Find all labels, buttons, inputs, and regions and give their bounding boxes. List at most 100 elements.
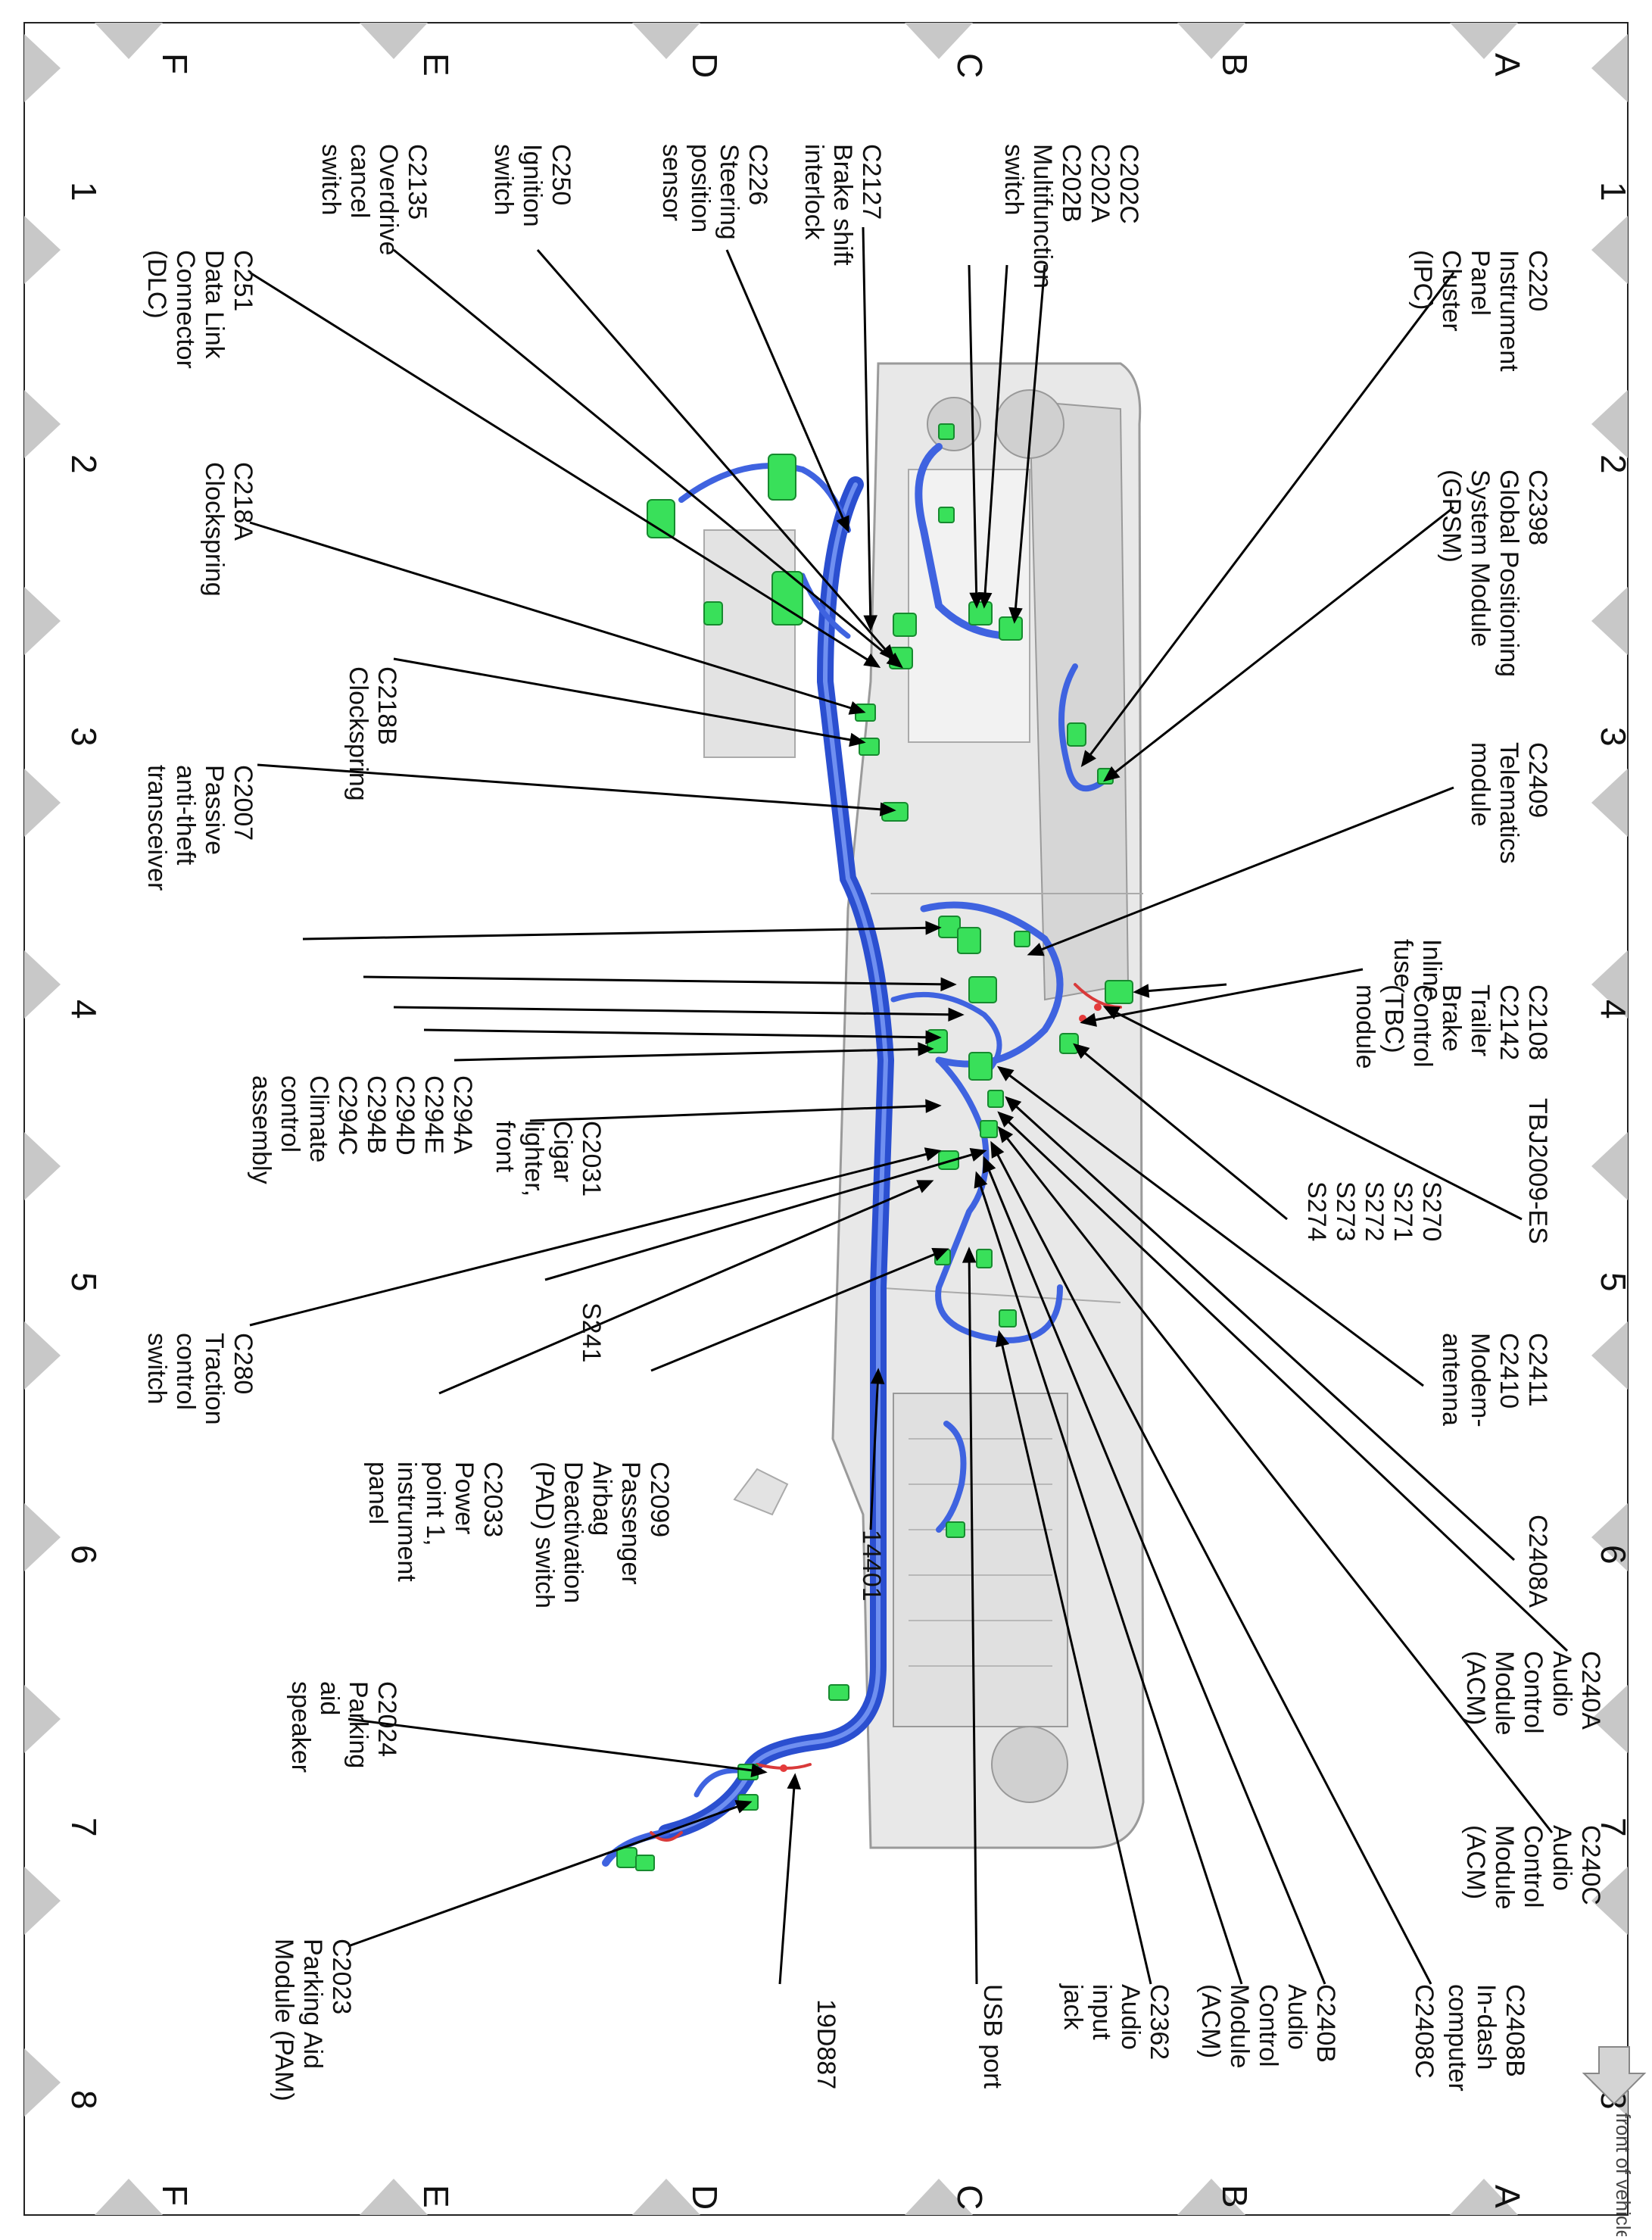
leader-arrowhead <box>997 1065 1015 1081</box>
label-line: Trailer <box>1466 984 1495 1056</box>
label-line: USB port <box>978 1984 1007 2089</box>
label-line: C251 <box>229 250 257 311</box>
border-triangle <box>24 216 61 284</box>
leader-line <box>968 1249 978 1985</box>
label-line: Control <box>1408 984 1437 1068</box>
label-line: (ACM) <box>1461 1651 1490 1725</box>
label-line: C280 <box>229 1333 257 1394</box>
leader-line <box>983 264 1008 607</box>
page-border <box>23 22 1629 2216</box>
label-line: S273 <box>1331 1181 1360 1241</box>
border-triangle <box>905 23 973 59</box>
label-line: antenna <box>1437 1333 1466 1426</box>
label-line: Cluster <box>1437 250 1466 332</box>
border-triangle <box>24 1867 61 1935</box>
label-line: C240A <box>1576 1651 1605 1730</box>
label-line: C218B <box>372 666 401 745</box>
border-triangle <box>632 23 700 59</box>
label-line: System Module <box>1466 470 1495 647</box>
label-line: C2142 <box>1495 984 1523 1060</box>
leader-arrowhead <box>1080 1012 1097 1027</box>
leader-line <box>393 1006 962 1016</box>
label-line: switch <box>316 144 345 215</box>
label-line: Audio <box>1548 1825 1576 1891</box>
leader-line <box>869 1370 880 1530</box>
label-line: C294E <box>419 1075 448 1154</box>
label-line: C250 <box>547 144 575 205</box>
label-line: C294D <box>391 1075 419 1156</box>
border-triangle <box>95 23 163 59</box>
leader-lines <box>249 226 1569 1985</box>
label-line: C294B <box>362 1075 391 1154</box>
grid-row-top-E: E <box>416 53 456 76</box>
leader-arrowhead <box>924 1147 942 1162</box>
label-line: Telematics <box>1495 742 1523 864</box>
label-line: C202C <box>1114 144 1143 224</box>
label-line: position <box>686 144 715 232</box>
leader-line <box>778 1775 796 1985</box>
border-triangle <box>1591 587 1628 655</box>
border-triangle <box>360 23 428 59</box>
label-line: C2031 <box>577 1121 606 1196</box>
leader-arrowhead <box>997 1126 1014 1143</box>
leader-arrowhead <box>1102 1006 1121 1020</box>
label-line: aid <box>315 1681 344 1715</box>
label-line: panel <box>363 1462 392 1524</box>
border-triangle <box>632 2179 700 2215</box>
grid-row-bottom-D: D <box>685 2185 725 2210</box>
grid-row-top-B: B <box>1215 53 1255 76</box>
label-line: front <box>491 1121 519 1173</box>
grid-row-bottom-E: E <box>416 2185 456 2208</box>
leader-arrowhead <box>836 515 849 533</box>
label-line: Power <box>450 1462 478 1534</box>
leader-arrowhead <box>925 1099 942 1113</box>
leader-arrowhead <box>750 1763 768 1778</box>
leader-line <box>249 1150 940 1327</box>
label-line: S272 <box>1360 1181 1389 1241</box>
label-line: Passive <box>200 765 229 855</box>
leader-arrowhead <box>931 1248 949 1262</box>
grid-row-bottom-C: C <box>950 2185 990 2210</box>
label-line: control <box>171 1333 200 1410</box>
leader-line <box>1005 1097 1516 1561</box>
border-triangle <box>24 2048 61 2117</box>
label-line: C2127 <box>857 144 886 220</box>
border-triangle <box>1591 34 1628 102</box>
label-line: S241 <box>577 1303 606 1362</box>
label-line: (ACM) <box>1196 1984 1225 2058</box>
leader-arrowhead <box>1080 750 1096 767</box>
label-line: point 1, <box>421 1462 450 1546</box>
label-line: C2024 <box>372 1681 401 1757</box>
label-line: control <box>276 1075 304 1153</box>
label-line: Multifunction <box>1028 144 1057 289</box>
leader-line <box>998 1332 1152 1985</box>
leader-line <box>983 1158 1326 1985</box>
label-usb: USB port <box>978 1984 1007 2089</box>
label-line: Audio <box>1116 1984 1145 2050</box>
label-line: jack <box>1058 1983 1087 2030</box>
label-line: module <box>1466 742 1495 827</box>
leader-arrowhead <box>918 1042 934 1056</box>
grid-col-right-3: 3 <box>1594 727 1633 747</box>
label-line: Data Link <box>200 250 229 360</box>
leader-line <box>544 1150 985 1281</box>
grid-col-left-1: 1 <box>64 182 104 201</box>
leader-line <box>249 521 864 713</box>
leader-line <box>1135 983 1227 994</box>
label-line: S271 <box>1389 1181 1417 1241</box>
border-triangle <box>1591 1685 1628 1753</box>
label-line: Passenger <box>616 1462 645 1585</box>
border-triangle <box>1177 2179 1245 2215</box>
label-line: speaker <box>286 1681 315 1773</box>
label-line: 19D887 <box>812 1999 840 2089</box>
leader-arrowhead <box>974 1171 988 1189</box>
leader-line <box>1074 1044 1288 1221</box>
label-line: C2099 <box>645 1462 674 1537</box>
leader-line <box>302 926 940 941</box>
leader-arrowhead <box>879 802 896 817</box>
